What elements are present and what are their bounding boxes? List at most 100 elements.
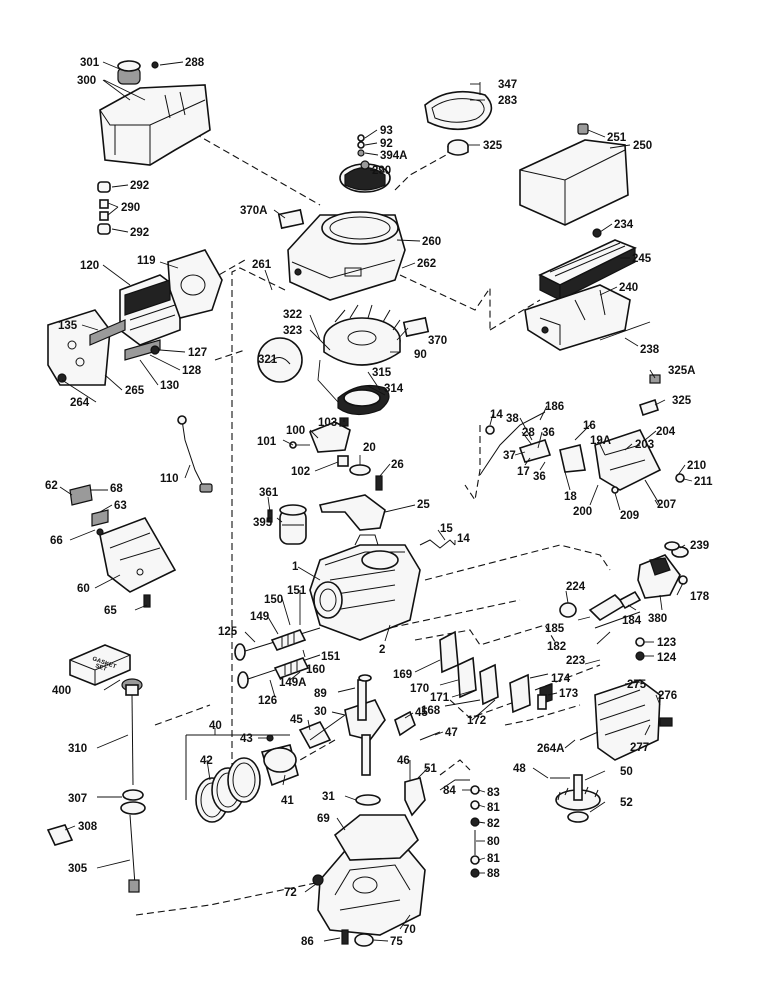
callout: 17 (517, 466, 530, 478)
callout: 200 (573, 506, 592, 518)
callout: 347 (498, 79, 517, 91)
callout: 1 (292, 561, 299, 573)
oil-sump (317, 839, 426, 936)
callout: 36 (542, 427, 555, 439)
drain-plug (312, 874, 324, 886)
callout: 394A (380, 150, 408, 162)
callout: 81 (487, 853, 500, 865)
callout: 31 (322, 791, 335, 803)
callout: 127 (188, 347, 207, 359)
callout: 93 (380, 125, 393, 137)
camshaft-gear (550, 774, 601, 823)
leader-lines (59, 61, 693, 942)
callout: 149 (250, 611, 269, 623)
callout: 100 (286, 425, 305, 437)
fuel-tank-assembly (99, 60, 211, 166)
callout: 120 (80, 260, 99, 272)
callout: 160 (306, 664, 325, 676)
crankshaft (344, 674, 386, 776)
callout: 43 (240, 733, 253, 745)
intake-valve (237, 654, 321, 689)
callout: 123 (657, 637, 676, 649)
gasket-box-line2: SET (94, 663, 107, 673)
callout-labels: 301 288 300 347 283 93 92 394A 325 251 2… (45, 57, 713, 948)
callout: 240 (619, 282, 638, 294)
callout: 2 (379, 644, 385, 656)
callout: 19A (590, 435, 611, 447)
callout: 103 (318, 417, 337, 429)
callout: 20 (363, 442, 376, 454)
callout: 86 (301, 936, 314, 948)
callout: 101 (257, 436, 277, 448)
callout: 250 (633, 140, 652, 152)
callout: 173 (559, 688, 578, 700)
callout: 130 (160, 380, 179, 392)
callout: 276 (658, 690, 677, 702)
callout: 203 (635, 439, 654, 451)
bolt-26 (375, 475, 383, 491)
callout: 14 (490, 409, 503, 421)
callout: 83 (487, 787, 500, 799)
callout: 40 (209, 720, 222, 732)
air-filter-element (538, 228, 637, 301)
control-plate-25 (318, 494, 386, 531)
decal-370A (277, 208, 305, 230)
callout: 178 (690, 591, 710, 603)
callout: 75 (390, 936, 403, 948)
callout: 25 (417, 499, 430, 511)
callout: 63 (114, 500, 127, 512)
dipstick-and-tube (46, 678, 146, 893)
governor-spring (419, 539, 456, 549)
callout: 174 (551, 673, 571, 685)
washer-20 (349, 464, 371, 476)
callout: 251 (607, 132, 627, 144)
callout: 307 (68, 793, 87, 805)
callout: 62 (45, 480, 58, 492)
callout: 185 (545, 623, 565, 635)
callout: 150 (264, 594, 283, 606)
choke-assembly (637, 546, 689, 599)
callout: 186 (545, 401, 564, 413)
ground-wire (181, 419, 206, 491)
callout: 42 (200, 755, 213, 767)
gasket-set-box: GASKET SET (69, 644, 131, 686)
callout: 314 (384, 383, 404, 395)
callout: 292 (130, 180, 149, 192)
callout: 47 (445, 727, 458, 739)
callout: 172 (467, 715, 486, 727)
callout: 277 (630, 742, 649, 754)
callout: 16 (583, 420, 596, 432)
callout: 60 (77, 583, 90, 595)
callout: 239 (690, 540, 709, 552)
callout: 234 (614, 219, 634, 231)
cap-325 (447, 139, 469, 156)
inset-detail-321 (257, 337, 303, 383)
callout: 361 (259, 487, 279, 499)
carburetor-120 (119, 274, 181, 346)
governor-gear (404, 777, 426, 817)
callout: 135 (58, 320, 78, 332)
callout: 283 (498, 95, 517, 107)
breather-fittings (635, 637, 645, 661)
callout: 14 (457, 533, 470, 545)
connecting-rod (266, 714, 346, 750)
callout: 305 (68, 863, 88, 875)
callout: 182 (547, 641, 566, 653)
muffler (579, 679, 673, 761)
screen-ring (424, 82, 493, 131)
callout: 238 (640, 344, 660, 356)
intake-gaskets (439, 630, 553, 714)
callout: 110 (160, 473, 179, 485)
callout: 84 (443, 785, 456, 797)
callout: 151 (287, 585, 307, 597)
callout: 18 (564, 491, 577, 503)
callout: 308 (78, 821, 98, 833)
callout: 395 (253, 517, 273, 529)
callout: 41 (281, 795, 294, 807)
callout: 210 (687, 460, 706, 472)
callout: 209 (620, 510, 639, 522)
callout: 70 (403, 924, 416, 936)
callout: 264 (70, 397, 90, 409)
callout: 37 (503, 450, 516, 462)
callout: 323 (283, 325, 302, 337)
